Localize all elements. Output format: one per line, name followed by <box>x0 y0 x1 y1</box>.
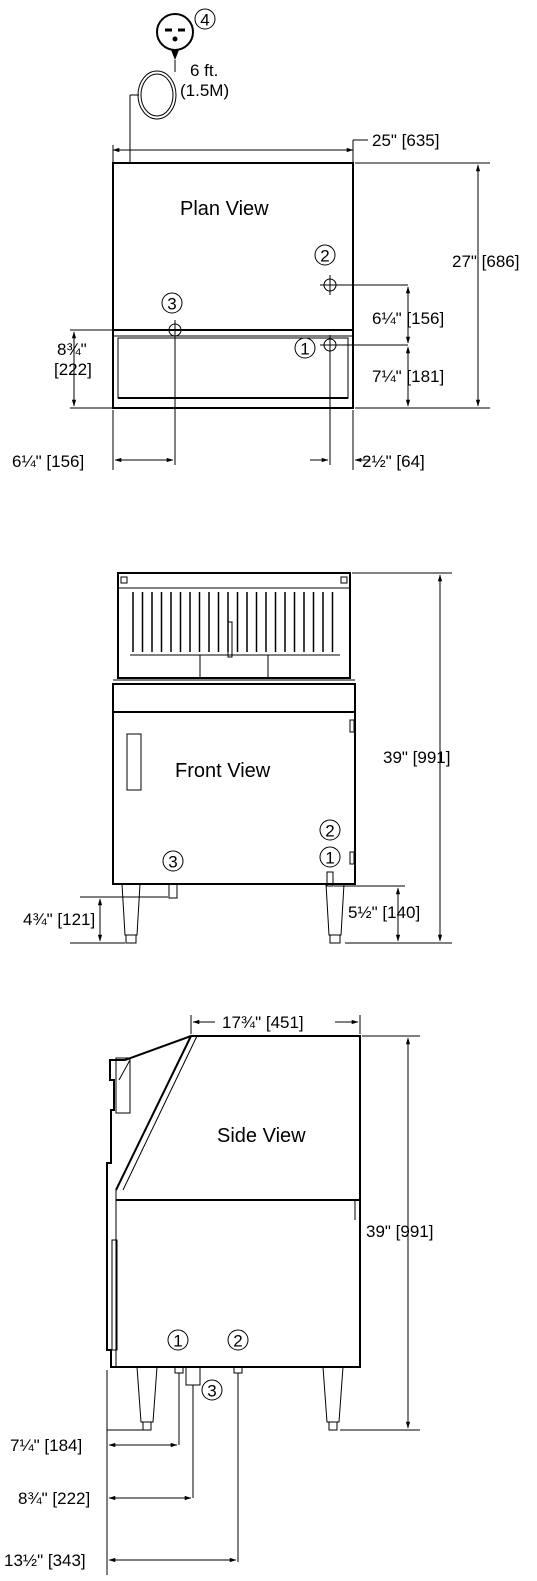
power-cord <box>129 60 177 162</box>
cord-length-metric-label: (1.5M) <box>180 81 229 100</box>
plan-conn3-side-dimension: 6¼" [156] <box>12 452 84 471</box>
front-view: Front View 3 2 1 39" [991] <box>23 572 452 944</box>
plan-conn2-offset-dimension: 6¼" [156] <box>372 309 444 328</box>
front-rack-slats <box>132 592 334 652</box>
front-connection-1: 1 <box>319 846 341 887</box>
front-conn3-height-dimension: 4¾" [121] <box>23 910 95 929</box>
plan-view-title: Plan View <box>180 198 269 220</box>
svg-text:4: 4 <box>200 11 209 30</box>
front-cabinet-outline <box>112 711 356 885</box>
plan-view: 4 6 ft. (1.5M) Plan View 2 1 <box>12 8 519 471</box>
side-cabinet-outline <box>106 1035 361 1368</box>
svg-text:3: 3 <box>168 853 177 872</box>
plan-conn1-side-dimension: 2½" [64] <box>362 452 425 471</box>
front-view-title: Front View <box>175 760 271 782</box>
front-conn1-height-dimension: 5½" [140] <box>348 903 420 922</box>
side-connection-2: 2 <box>227 1329 249 1562</box>
svg-text:1: 1 <box>300 340 309 359</box>
side-view-title: Side View <box>217 1125 306 1147</box>
svg-text:1: 1 <box>325 849 334 868</box>
plan-conn1-offset-dimension: 7¼" [181] <box>372 367 444 386</box>
plan-connection-2: 2 <box>314 244 408 295</box>
side-top-depth-dimension: 17¾" [451] <box>222 1013 304 1032</box>
plan-width-dimension: 25" [635] <box>372 131 439 150</box>
side-view: Side View 1 3 2 <box>4 1013 433 1575</box>
front-rack-outline <box>117 572 351 679</box>
svg-text:2: 2 <box>320 247 329 266</box>
power-plug-icon <box>156 13 194 60</box>
side-conn1-depth-dimension: 7¼" [184] <box>10 1436 82 1455</box>
front-connection-3: 3 <box>162 850 184 899</box>
plan-conn3-depth-dimension-a: 8¾" <box>57 340 87 359</box>
svg-text:2: 2 <box>325 822 334 841</box>
side-connection-1: 1 <box>167 1329 189 1445</box>
side-connection-3: 3 <box>185 1366 223 1498</box>
plan-connection-3: 3 <box>70 292 190 465</box>
marker-4: 4 <box>194 8 216 30</box>
front-door-handle <box>126 733 142 791</box>
svg-text:1: 1 <box>173 1332 182 1351</box>
side-height-dimension: 39" [991] <box>366 1222 433 1241</box>
svg-text:3: 3 <box>207 1382 216 1401</box>
svg-text:3: 3 <box>167 295 176 314</box>
plan-depth-dimension: 27" [686] <box>452 252 519 271</box>
front-legs <box>121 883 345 944</box>
side-conn3-depth-dimension: 8¾" [222] <box>18 1489 90 1508</box>
plan-connection-1: 1 <box>294 335 408 465</box>
cord-length-label: 6 ft. <box>190 61 218 80</box>
front-connection-2: 2 <box>319 819 341 841</box>
side-conn2-depth-dimension: 13½" [343] <box>4 1551 86 1570</box>
plan-conn3-depth-dimension-b: [222] <box>54 360 92 379</box>
side-legs <box>136 1366 344 1431</box>
front-height-dimension: 39" [991] <box>383 748 450 767</box>
svg-text:2: 2 <box>233 1332 242 1351</box>
